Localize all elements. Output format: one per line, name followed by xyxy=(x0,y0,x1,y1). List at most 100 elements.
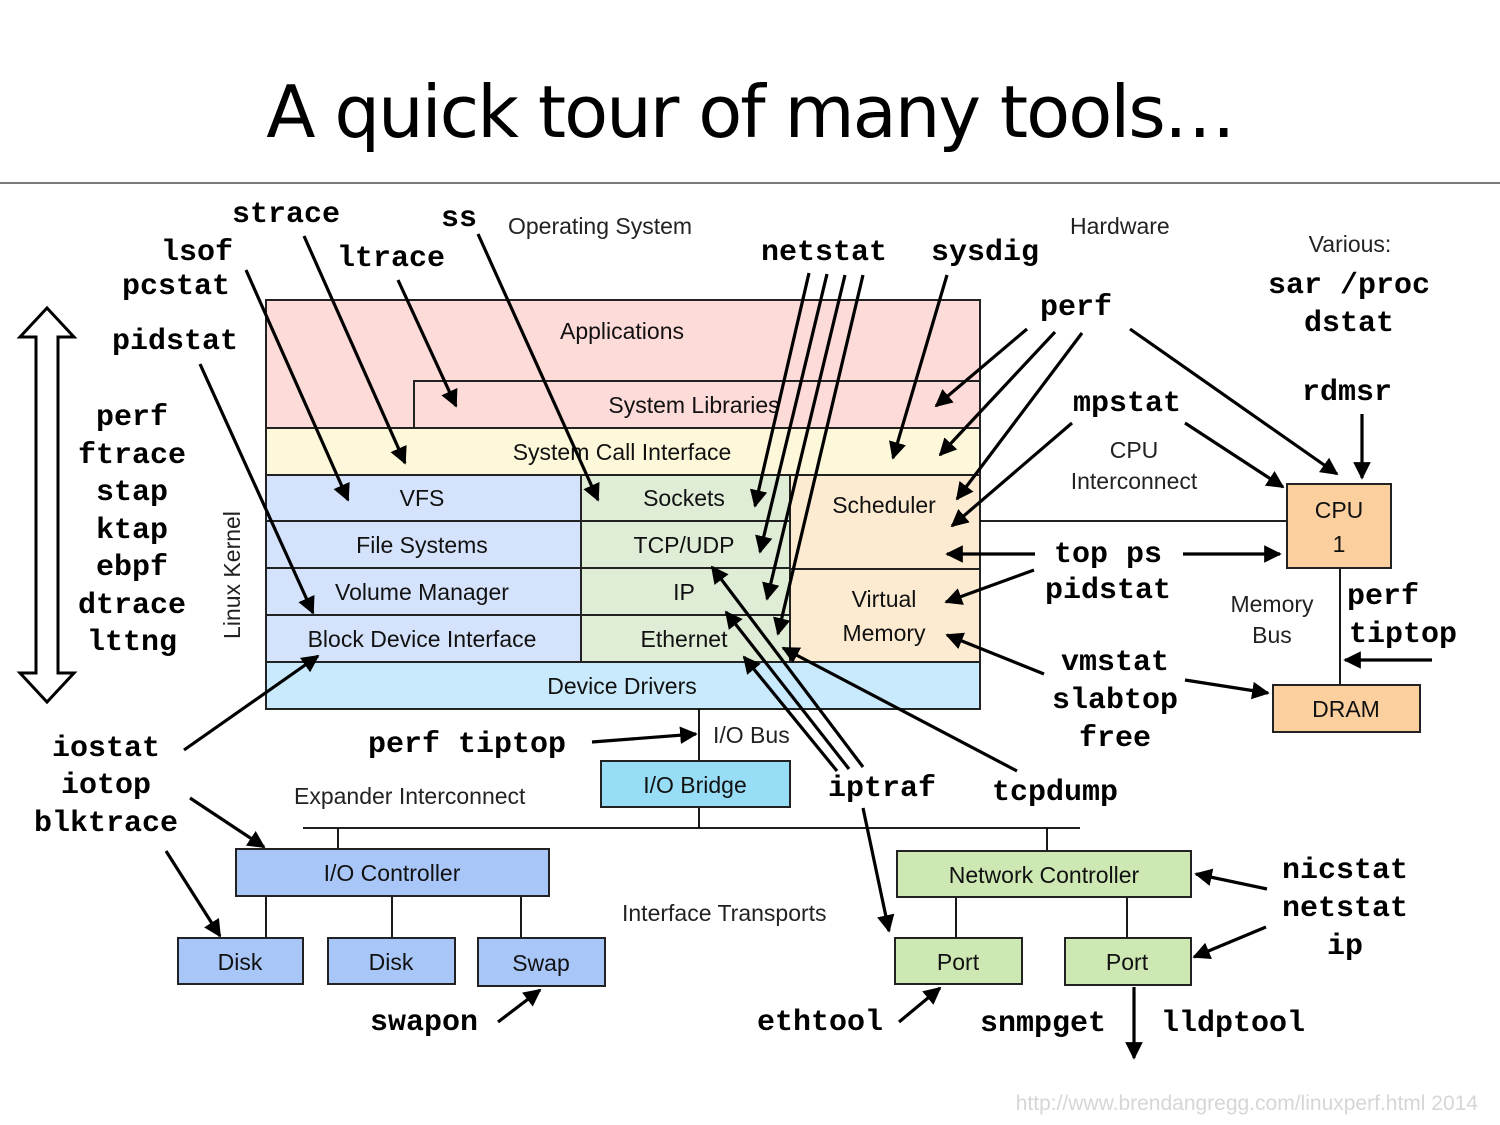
io-bus-label: I/O Bus xyxy=(713,722,790,748)
arrow-perf-tiptop-iobus xyxy=(591,726,698,744)
source-footer: http://www.brendangregg.com/linuxperf.ht… xyxy=(1016,1092,1479,1115)
virtual-memory-label-line1: Virtual xyxy=(852,586,917,612)
tool-top-ps: top ps xyxy=(1054,538,1162,572)
arrow-netstat-ethernet xyxy=(773,274,865,636)
tool-rdmsr: rdmsr xyxy=(1302,376,1392,410)
expander-interconnect-label: Expander Interconnect xyxy=(294,783,526,809)
volume-manager-box xyxy=(265,567,582,616)
tool-lttng: lttng xyxy=(87,626,177,660)
tool-tiptop-mem: tiptop xyxy=(1349,618,1457,652)
arrow-ethtool-port xyxy=(897,986,942,1024)
arrow-perf-scheduler xyxy=(955,332,1084,501)
tool-blktrace: blktrace xyxy=(34,807,178,841)
swap-box xyxy=(477,937,606,987)
port2-label: Port xyxy=(1106,949,1149,975)
tool-ip: ip xyxy=(1327,930,1363,964)
tool-sar-proc: sar /proc xyxy=(1268,269,1430,303)
cpu-label-line2: 1 xyxy=(1333,531,1346,557)
tool-lsof: lsof xyxy=(161,236,233,270)
arrow-swapon-swap xyxy=(497,988,542,1024)
tool-lldptool: lldptool xyxy=(1161,1007,1305,1041)
block-device-interface-label: Block Device Interface xyxy=(308,626,537,652)
arrow-perf-libs xyxy=(934,327,1029,408)
ethernet-box xyxy=(580,614,791,663)
tool-iptraf: iptraf xyxy=(828,772,936,806)
disk1-label: Disk xyxy=(218,949,263,975)
ip-label: IP xyxy=(673,579,695,605)
arrow-netstat-ip xyxy=(762,274,847,601)
network-controller-box xyxy=(896,850,1192,898)
system-libraries-label: System Libraries xyxy=(608,392,779,418)
virtual-memory-label-line2: Memory xyxy=(842,620,926,646)
arrow-ss-sockets xyxy=(476,233,600,502)
virtual-memory-box xyxy=(789,568,981,663)
tool-mpstat: mpstat xyxy=(1073,387,1181,421)
disk2-box xyxy=(327,937,456,985)
tool-ethtool: ethtool xyxy=(757,1006,883,1040)
hardware-components: CPU 1 DRAM I/O Bridge I/O Controller Dis… xyxy=(177,483,1421,987)
arrow-mpstat-scheduler xyxy=(950,421,1074,528)
arrow-iostat-block xyxy=(183,654,320,752)
arrow-sysdig-syscall xyxy=(889,274,949,460)
ethernet-label: Ethernet xyxy=(641,626,729,652)
various-label: Various: xyxy=(1309,231,1392,257)
tool-arrows xyxy=(164,233,1432,1060)
tool-labels: strace ss lsof pcstat ltrace pidstat per… xyxy=(34,198,1457,1041)
vfs-label: VFS xyxy=(400,485,445,511)
cpu-interconnect-label-line1: CPU xyxy=(1110,437,1159,463)
arrow-perf-syscall xyxy=(938,330,1057,457)
tool-nicstat: nicstat xyxy=(1282,854,1408,888)
arrow-lsof-vfs xyxy=(244,269,350,502)
tool-tcpdump: tcpdump xyxy=(992,776,1118,810)
tool-iostat: iostat xyxy=(52,732,160,766)
arrow-tcpdump-ethernet xyxy=(781,646,1018,773)
tool-pidstat-top: pidstat xyxy=(112,325,238,359)
device-drivers-label: Device Drivers xyxy=(547,673,697,699)
tool-snmpget: snmpget xyxy=(980,1007,1106,1041)
dram-box xyxy=(1272,684,1421,733)
arrow-pidstat-vm xyxy=(944,568,1035,605)
slide-title: A quick tour of many tools… xyxy=(266,70,1236,154)
io-bridge-label: I/O Bridge xyxy=(643,772,747,798)
sockets-label: Sockets xyxy=(643,485,725,511)
port1-label: Port xyxy=(937,949,980,975)
disk2-label: Disk xyxy=(369,949,414,975)
system-libraries-box xyxy=(413,380,981,429)
tool-perf-top: perf xyxy=(1040,291,1112,325)
tool-vmstat: vmstat xyxy=(1061,646,1169,680)
tool-free: free xyxy=(1079,722,1151,756)
arrow-netstat-port xyxy=(1192,925,1267,960)
memory-bus-label-line1: Memory xyxy=(1230,591,1314,617)
tool-ktap: ktap xyxy=(96,514,168,548)
tool-perf-mem: perf xyxy=(1347,580,1419,614)
tool-swapon: swapon xyxy=(370,1006,478,1040)
arrow-iptraf-port xyxy=(861,807,895,933)
arrow-strace-syscall xyxy=(302,235,407,465)
tool-dstat: dstat xyxy=(1304,307,1394,341)
arrow-perf-cpu xyxy=(1129,327,1339,476)
port2-box xyxy=(1064,937,1192,986)
tool-ftrace: ftrace xyxy=(78,439,186,473)
dram-label: DRAM xyxy=(1312,696,1380,722)
tcp-udp-box xyxy=(580,520,791,569)
cpu-interconnect-label-line2: Interconnect xyxy=(1071,468,1198,494)
device-drivers-box xyxy=(265,661,981,710)
tool-ebpf: ebpf xyxy=(96,551,168,585)
applications-label: Applications xyxy=(560,318,684,344)
tool-ltrace: ltrace xyxy=(337,242,445,276)
tcp-udp-label: TCP/UDP xyxy=(634,532,735,558)
arrow-iotop-iocontroller xyxy=(189,796,266,849)
arrow-iptraf-tcp xyxy=(710,565,865,768)
swap-label: Swap xyxy=(512,950,570,976)
arrow-blktrace-disk xyxy=(164,850,222,938)
vfs-box xyxy=(265,474,582,522)
cpu-box xyxy=(1286,483,1392,569)
scheduler-label: Scheduler xyxy=(832,492,936,518)
tool-sysdig: sysdig xyxy=(931,236,1039,270)
title-divider xyxy=(0,182,1500,184)
interface-transports-label: Interface Transports xyxy=(622,900,827,926)
cpu-label-line1: CPU xyxy=(1315,497,1364,523)
io-controller-label: I/O Controller xyxy=(324,860,461,886)
arrow-nicstat-controller xyxy=(1194,868,1268,891)
system-call-interface-label: System Call Interface xyxy=(513,439,732,465)
